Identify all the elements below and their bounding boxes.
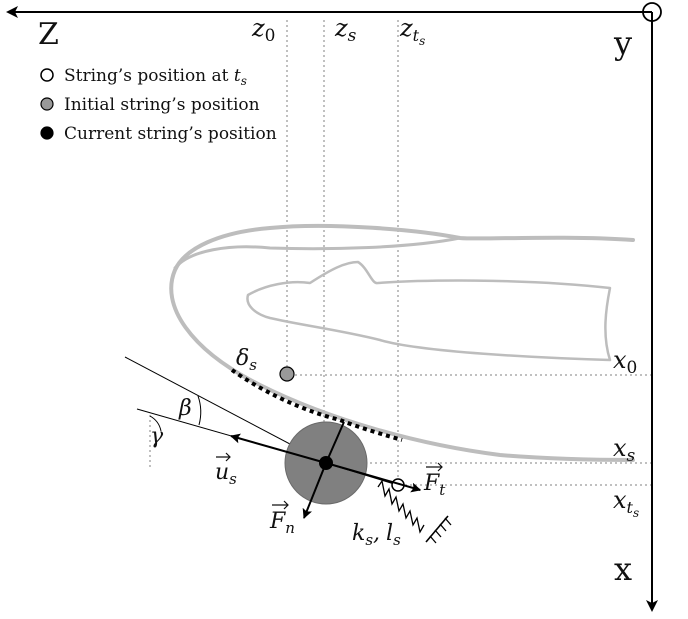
y-axis-label: y	[613, 24, 632, 62]
coordinate-axes	[6, 2, 662, 612]
label-ft: Ft	[423, 471, 446, 499]
label-gamma: γ	[150, 424, 164, 449]
spring-anchor-hatch-2	[434, 529, 442, 538]
label-fn-arrow	[272, 500, 289, 510]
vector-labels: us Ft Fn ks,ls	[215, 452, 446, 549]
legend: String’s position at ts Initial string’s…	[40, 66, 277, 144]
legend-label-current: Current string’s position	[64, 124, 277, 144]
finger-outer-contour	[169, 223, 635, 462]
spring-coils	[377, 479, 425, 534]
label-x0: x0	[613, 346, 637, 378]
label-z0: z0	[251, 14, 275, 46]
label-xts: xts	[613, 486, 639, 520]
current-string-marker	[319, 456, 333, 470]
legend-item-current: Current string’s position	[40, 124, 277, 144]
label-zts: zts	[399, 14, 425, 48]
label-us: us	[215, 460, 237, 488]
fn-vector	[302, 462, 327, 519]
spring-anchor-hatch-4	[444, 517, 452, 526]
initial-string-marker	[279, 366, 295, 382]
legend-item-string-at-ts: String’s position at ts	[40, 66, 247, 88]
label-ft-arrow	[426, 462, 443, 472]
spring-anchor-hatch-3	[439, 523, 447, 532]
label-fn: Fn	[269, 509, 295, 537]
spring-anchor-hatch-1	[429, 535, 437, 544]
finger-inner-top	[173, 236, 462, 270]
label-beta: β	[178, 396, 192, 421]
label-spring: ks,ls	[352, 521, 401, 549]
label-delta-s: δs	[236, 346, 257, 374]
gamma-arc	[149, 415, 162, 432]
legend-marker-black	[40, 126, 54, 140]
label-zs: zs	[334, 14, 357, 46]
z-axis-label: Z	[38, 17, 59, 52]
ft-vector	[325, 462, 422, 493]
x-axis-label: x	[614, 550, 632, 588]
force-vectors	[230, 421, 422, 519]
vertical-guide-lines	[149, 20, 399, 485]
finger-outline	[169, 223, 635, 462]
beta-arc	[197, 395, 202, 426]
legend-label-string-at-ts: String’s position at ts	[64, 66, 247, 88]
spring-anchor	[425, 515, 449, 543]
legend-marker-grey	[40, 97, 54, 111]
legend-label-initial: Initial string’s position	[64, 95, 260, 115]
horizontal-guide-lines	[290, 374, 652, 486]
fn-back-line	[325, 421, 345, 464]
us-vector	[230, 433, 327, 464]
legend-item-initial: Initial string’s position	[40, 95, 260, 115]
y-axis-origin-circle	[642, 2, 662, 22]
nail-contour	[246, 260, 612, 362]
legend-marker-white	[40, 68, 54, 82]
label-xs: xs	[613, 434, 636, 466]
label-us-arrow	[216, 452, 231, 462]
